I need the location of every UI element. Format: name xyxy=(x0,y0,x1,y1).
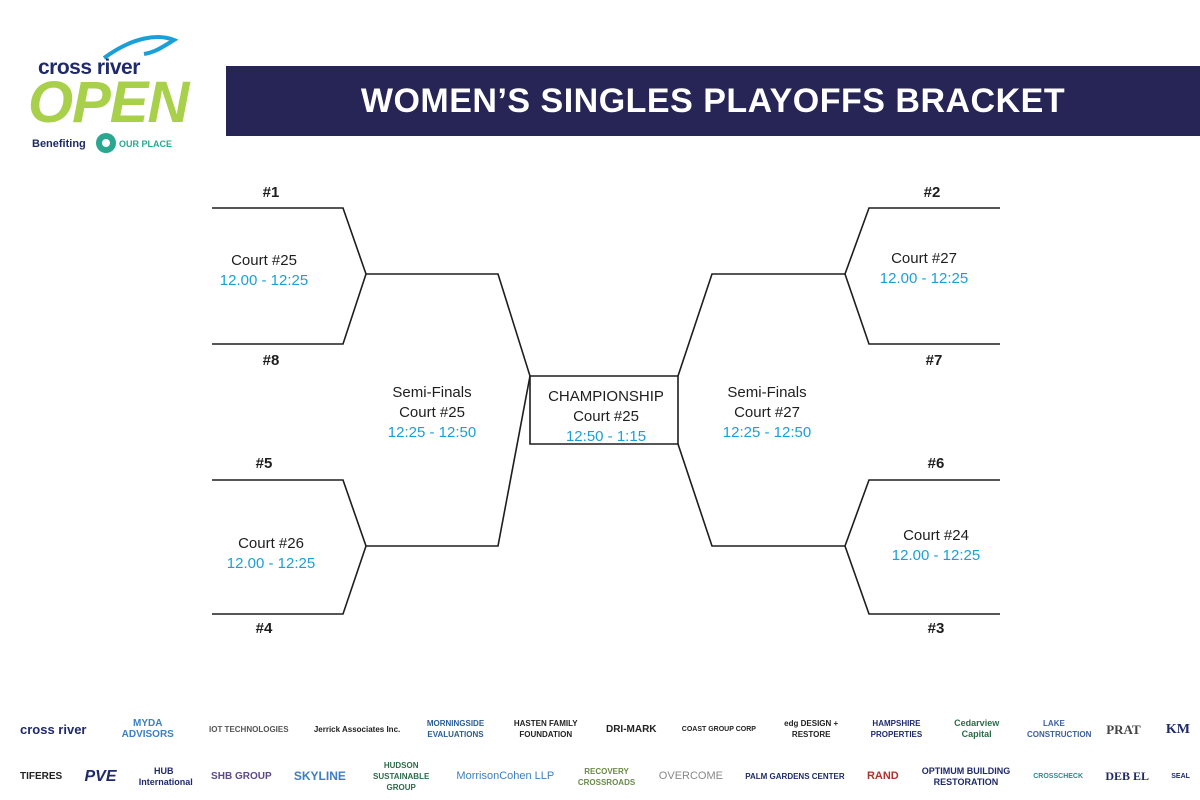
sponsor-logo: HUB International xyxy=(138,765,193,787)
sponsor-logo: HAMPSHIRE PROPERTIES xyxy=(870,719,923,739)
seed-1: #1 xyxy=(262,184,280,201)
sponsor-logo: KM xyxy=(1165,721,1190,737)
sponsor-logo: PRAT xyxy=(1106,721,1141,737)
match-time: 12:25 - 12:50 xyxy=(722,424,812,441)
match-round-title: Semi-Finals xyxy=(727,384,807,401)
match-time: 12.00 - 12:25 xyxy=(891,547,981,564)
cross-river-open-logo: cross river OPEN Benefiting OUR PLACE xyxy=(24,32,194,157)
seed-3: #3 xyxy=(927,620,945,637)
match-qf-bottom-right: Court #24 12.00 - 12:25 xyxy=(876,526,996,566)
our-place-icon xyxy=(96,133,116,153)
match-qf-top-left: Court #25 12.00 - 12:25 xyxy=(204,251,324,291)
sponsor-logo: OPTIMUM BUILDING RESTORATION xyxy=(921,765,1011,787)
logo-line-cross-river: cross river xyxy=(38,56,140,79)
page-title: WOMEN’S SINGLES PLAYOFFS BRACKET xyxy=(226,66,1200,136)
sponsor-logo: COAST GROUP CORP xyxy=(681,725,756,733)
sponsor-logo: CROSSCHECK xyxy=(1033,773,1084,780)
sponsor-logo: MORNINGSIDE EVALUATIONS xyxy=(426,719,485,739)
logo-line-our-place: OUR PLACE xyxy=(119,139,173,149)
seed-4: #4 xyxy=(255,620,273,637)
match-sf-right: Semi-Finals Court #27 12:25 - 12:50 xyxy=(707,383,827,443)
sponsor-logo: TIFERES xyxy=(20,771,63,782)
sponsor-logo: DRI-MARK xyxy=(605,723,657,735)
sponsor-row-1: cross river MYDA ADVISORS IOT TECHNOLOGI… xyxy=(20,718,1190,740)
match-court: Court #25 xyxy=(231,252,297,269)
logo-line-benefiting: Benefiting xyxy=(32,138,86,150)
match-time: 12.00 - 12:25 xyxy=(219,272,309,289)
swoosh-icon xyxy=(102,35,179,60)
sponsor-logo: RECOVERY CROSSROADS xyxy=(577,766,636,787)
match-time: 12.00 - 12:25 xyxy=(879,270,969,287)
match-qf-top-right: Court #27 12.00 - 12:25 xyxy=(864,249,984,289)
match-court: Court #25 xyxy=(573,408,639,425)
sponsor-logo: Cedarview Capital xyxy=(954,718,1000,739)
sponsor-logo: HUDSON SUSTAINABLE GROUP xyxy=(373,761,430,792)
logo-line-open: OPEN xyxy=(28,70,189,135)
match-championship: CHAMPIONSHIP Court #25 12:50 - 1:15 xyxy=(536,387,676,447)
bracket-line-qf-bottom-right xyxy=(844,479,1000,615)
sponsor-logo: Jerrick Associates Inc. xyxy=(313,724,401,734)
match-sf-left: Semi-Finals Court #25 12:25 - 12:50 xyxy=(372,383,492,443)
sponsor-logo: OVERCOME xyxy=(658,770,723,782)
sponsor-logo: SHB GROUP xyxy=(211,771,272,782)
match-court: Court #27 xyxy=(891,250,957,267)
match-time: 12:25 - 12:50 xyxy=(387,424,477,441)
sponsor-row-2: TIFERES PVE HUB International SHB GROUP … xyxy=(20,760,1190,793)
seed-6: #6 xyxy=(927,455,945,472)
sponsor-logo: edg DESIGN + RESTORE xyxy=(784,719,839,739)
match-time: 12.00 - 12:25 xyxy=(226,555,316,572)
match-time: 12:50 - 1:15 xyxy=(565,428,647,445)
match-qf-bottom-left: Court #26 12.00 - 12:25 xyxy=(211,534,331,574)
sponsor-logo: IOT TECHNOLOGIES xyxy=(209,724,289,734)
sponsor-logo: HASTEN FAMILY FOUNDATION xyxy=(513,719,578,739)
seed-5: #5 xyxy=(255,455,273,472)
match-court: Court #27 xyxy=(734,404,800,421)
match-court: Court #25 xyxy=(399,404,465,421)
seed-7: #7 xyxy=(925,352,943,369)
sponsor-logo: MYDA ADVISORS xyxy=(121,718,174,740)
seed-2: #2 xyxy=(923,184,941,201)
bracket-line-qf-top-right xyxy=(844,207,1000,345)
match-court: Court #24 xyxy=(903,527,969,544)
bracket-line-sf-right xyxy=(677,273,845,377)
sponsor-logo: PALM GARDENS CENTER xyxy=(745,772,845,781)
sponsor-logo: SEAL xyxy=(1171,773,1190,780)
seed-8: #8 xyxy=(262,352,280,369)
sponsor-logo: DEB EL xyxy=(1105,769,1149,783)
sponsor-logo: SKYLINE xyxy=(293,769,346,783)
bracket-line-sf-right-lower xyxy=(677,443,845,547)
sponsor-logo: RAND xyxy=(866,770,899,782)
sponsor-logo: LAKE CONSTRUCTION xyxy=(1026,719,1092,739)
match-round-title: Semi-Finals xyxy=(392,384,472,401)
sponsor-logo: MorrisonCohen LLP xyxy=(456,770,555,782)
sponsor-logo: PVE xyxy=(84,768,117,785)
sponsor-logo: cross river xyxy=(20,721,87,737)
match-court: Court #26 xyxy=(238,535,304,552)
match-round-title: CHAMPIONSHIP xyxy=(548,388,664,405)
